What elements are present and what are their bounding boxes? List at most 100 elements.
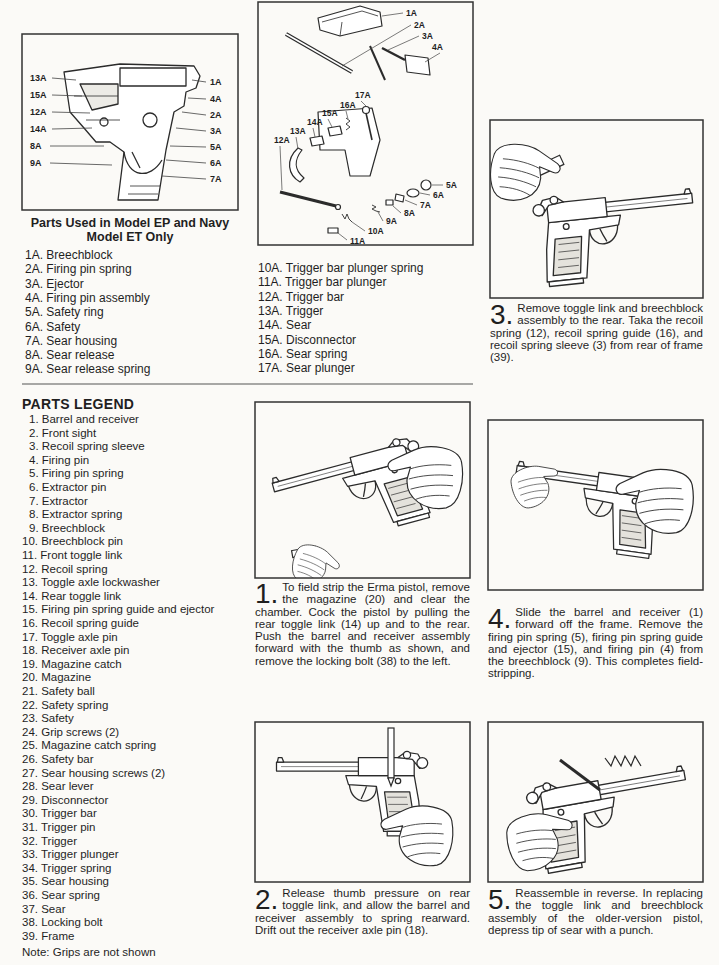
part-list-item: 14. Rear toggle link [22, 590, 121, 603]
part-list-item: 5. Firing pin spring [29, 467, 124, 480]
callout-number: 3A [422, 31, 433, 41]
callout-number: 12A [274, 135, 290, 145]
part-list-item: 17A. Sear plunger [258, 361, 355, 375]
part-list-item: 7A. Sear housing [25, 334, 117, 348]
step-illustration [490, 140, 563, 208]
frame-closeup [128, 186, 160, 194]
part-list-item: 2A. Firing pin spring [25, 262, 132, 276]
frame-closeup [80, 84, 118, 110]
part-list-item: 15. Firing pin spring guide and ejector [22, 603, 214, 616]
callout-number: 17A [355, 90, 371, 100]
part-list-item: 1A. Breechblock [25, 248, 112, 262]
frame-closeup [64, 64, 200, 200]
callout-number: 1A [210, 77, 222, 87]
picture-frame [22, 34, 238, 210]
part-list-item: 8A. Sear release [25, 348, 114, 362]
exploded-parts [328, 126, 342, 136]
punch [560, 760, 600, 790]
callout-number: 13A [30, 73, 47, 83]
leader-line [338, 185, 443, 240]
callout-number: 9A [30, 158, 42, 168]
step-illustration [381, 806, 453, 866]
step-illustration [616, 469, 693, 533]
part-list-item: 11. Front toggle link [22, 549, 122, 562]
callout-number: 2A [210, 110, 222, 120]
callout-number: 5A [210, 142, 222, 152]
exploded-parts [322, 11, 378, 36]
part-list-item: 6. Extractor pin [29, 481, 106, 494]
frame-closeup [64, 64, 200, 200]
part-list-item: 36. Sear spring [22, 889, 100, 902]
part-list-item: 10. Breechblock pin [22, 535, 123, 548]
part-list-item: 38. Locking bolt [22, 916, 103, 929]
step-number: 4. [488, 607, 511, 630]
step-illustration [490, 140, 563, 208]
exploded-parts [366, 113, 372, 140]
step-instruction: To field strip the Erma pistol, remove t… [255, 581, 470, 667]
step-illustration [532, 182, 700, 287]
exploded-parts [286, 34, 352, 72]
part-list-item: 8. Extractor spring [29, 508, 122, 521]
callout-number: 7A [210, 174, 222, 184]
exploded-parts [310, 136, 324, 146]
step-illustration [503, 808, 578, 874]
step-illustration [503, 756, 697, 875]
picture-frame [22, 2, 703, 882]
callout-number: 10A [368, 226, 384, 236]
step-instruction: Release thumb pressure on rear toggle li… [255, 887, 470, 936]
callout-number: 4A [210, 94, 222, 104]
exploded-parts [280, 6, 431, 233]
section-rule [22, 383, 473, 384]
step-illustration [388, 447, 462, 509]
frame-closeup [100, 118, 108, 126]
callout-number: 14A [307, 117, 323, 127]
step-number: 5. [488, 888, 511, 911]
part-list-item: 1. Barrel and receiver [29, 413, 139, 426]
part-list-item: 23. Safety [22, 712, 74, 725]
callout-number: 1A [406, 8, 417, 18]
part-list-item: 22. Safety spring [22, 699, 108, 712]
callout-number: 14A [30, 124, 47, 134]
part-list-item: 32. Trigger [22, 835, 77, 848]
part-list-item: 31. Trigger pin [22, 821, 96, 834]
step-illustration [388, 447, 462, 509]
leader-line [280, 101, 366, 190]
exploded-parts [407, 189, 419, 197]
step-illustration [507, 455, 693, 560]
exploded-parts [286, 34, 352, 72]
exploded-parts [342, 214, 352, 222]
step-caption: 5.Reassemble in reverse. In replacing th… [488, 887, 703, 936]
frame-closeup [74, 96, 120, 120]
step-illustration [616, 469, 693, 533]
frame-closeup [124, 152, 162, 173]
part-list-item: 3A. Ejector [25, 277, 84, 291]
picture-frame [258, 2, 473, 245]
note-text: Note: Grips are not shown [22, 946, 156, 959]
picture-frame [255, 402, 470, 578]
step-illustration [277, 728, 453, 866]
part-list-item: 5A. Safety ring [25, 305, 104, 319]
exploded-parts [405, 55, 430, 75]
step-illustration [532, 182, 700, 287]
part-list-item: 18. Receiver axle pin [22, 644, 129, 657]
callout-number: 3A [210, 126, 222, 136]
part-list-item: 16A. Sear spring [258, 347, 347, 361]
part-list-item: 30. Trigger bar [22, 807, 97, 820]
step-illustration [490, 140, 700, 287]
callout-number: 7A [420, 200, 431, 210]
frame-closeup [132, 152, 140, 168]
leader-line [280, 13, 443, 240]
step-instruction: Reassemble in reverse. In replacing the … [488, 887, 703, 936]
part-list-item: 11A. Trigger bar plunger [258, 275, 387, 289]
exploded-parts [328, 228, 338, 233]
part-list-item: 9. Breechblock [29, 522, 105, 535]
callout-number: 16A [340, 100, 356, 110]
part-list-item: 4. Firing pin [29, 454, 89, 467]
exploded-parts [290, 148, 304, 182]
part-list-item: 16. Recoil spring guide [22, 617, 139, 630]
step-illustration [503, 808, 578, 874]
exploded-parts [421, 180, 431, 190]
exploded-parts [372, 205, 380, 212]
step-illustration [287, 540, 343, 578]
part-list-item: 12A. Trigger bar [258, 290, 344, 304]
